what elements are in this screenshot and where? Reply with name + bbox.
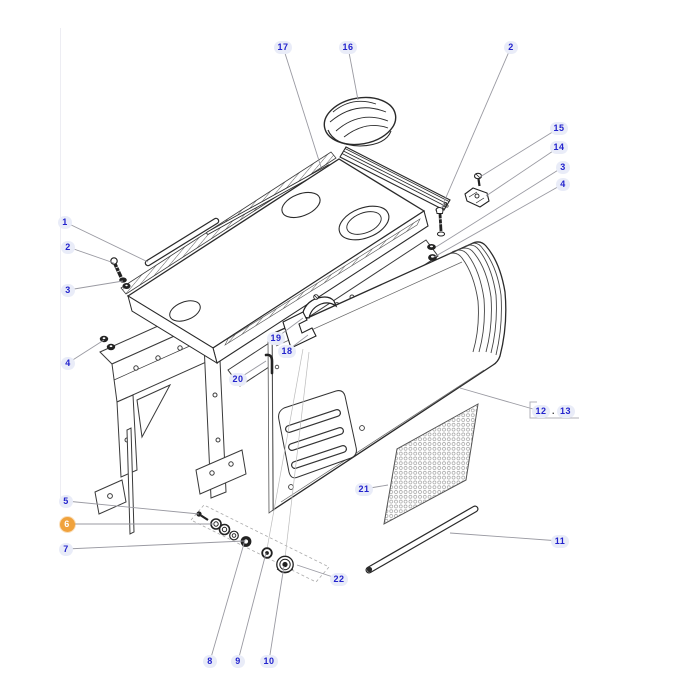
filler-hole-inner <box>346 211 382 235</box>
assembly-band <box>190 504 330 583</box>
hood-drawing <box>120 96 451 365</box>
support-rod-drawing <box>365 505 479 574</box>
leader-line <box>479 127 560 178</box>
leader-line <box>347 46 359 101</box>
callout-2L[interactable]: 2 <box>61 240 75 254</box>
leader-line <box>440 46 512 210</box>
hood-left-end <box>127 294 218 365</box>
leader-line <box>459 387 534 410</box>
filler-hole-outer <box>338 205 390 241</box>
callout-12-13[interactable]: 12.13 <box>532 405 575 418</box>
callout-4L[interactable]: 4 <box>61 356 75 370</box>
callout-10[interactable]: 10 <box>260 654 278 668</box>
callout-1[interactable]: 1 <box>58 215 72 229</box>
leader-line <box>67 246 115 264</box>
callout-18[interactable]: 18 <box>278 344 296 358</box>
knob-part10 <box>276 555 294 574</box>
callout-5[interactable]: 5 <box>59 494 73 508</box>
leader-line <box>67 280 124 291</box>
callout-11[interactable]: 11 <box>551 534 569 548</box>
leader-line <box>237 552 267 662</box>
corrugated-band <box>445 242 502 356</box>
callout-14[interactable]: 14 <box>550 140 568 154</box>
callout-17[interactable]: 17 <box>274 40 292 54</box>
hood-oval-hole <box>281 191 321 219</box>
callout-pair-bracket <box>529 401 579 419</box>
spacer <box>229 530 239 541</box>
callout-3L[interactable]: 3 <box>61 283 75 297</box>
callout-12[interactable]: 12 <box>532 405 550 418</box>
leader-line <box>449 532 561 542</box>
callout-7[interactable]: 7 <box>59 542 73 556</box>
filler-cap <box>323 96 397 147</box>
callout-2R[interactable]: 2 <box>504 40 518 54</box>
leader-line <box>268 565 285 662</box>
latch-bracket <box>282 311 317 349</box>
latch-handle <box>301 296 338 319</box>
callout-6[interactable]: 6 <box>59 516 75 532</box>
leader-line <box>209 539 246 662</box>
mesh-grille-drawing <box>383 403 479 525</box>
side-panel-drawing <box>267 241 507 514</box>
callout-20[interactable]: 20 <box>229 372 247 386</box>
leader-line <box>65 540 245 550</box>
callout-15[interactable]: 15 <box>550 121 568 135</box>
hook-pin <box>264 353 274 375</box>
leader-line <box>435 166 564 248</box>
fasteners-drawing <box>99 172 490 351</box>
leader-line <box>65 500 200 515</box>
vent-strip <box>339 146 451 211</box>
small-parts-drawing <box>190 348 330 583</box>
callout-4R[interactable]: 4 <box>556 177 570 191</box>
callout-16[interactable]: 16 <box>339 40 357 54</box>
front-trim-hatched <box>224 218 421 346</box>
leader-lines <box>64 46 579 662</box>
callout-13[interactable]: 13 <box>556 405 575 418</box>
pair-separator: . <box>552 406 555 416</box>
front-oval-hole <box>169 300 201 322</box>
leader-line <box>282 46 322 168</box>
callout-9[interactable]: 9 <box>231 654 245 668</box>
louvers <box>285 409 347 469</box>
leader-line <box>433 183 564 258</box>
callout-8[interactable]: 8 <box>203 654 217 668</box>
callout-3R[interactable]: 3 <box>556 160 570 174</box>
washer-part6b <box>218 523 231 536</box>
callout-19[interactable]: 19 <box>267 331 285 345</box>
leader-line <box>485 146 560 197</box>
latch-drawing <box>264 294 338 375</box>
callout-21[interactable]: 21 <box>355 482 373 496</box>
leader-line <box>64 221 149 263</box>
callout-22[interactable]: 22 <box>330 572 348 586</box>
